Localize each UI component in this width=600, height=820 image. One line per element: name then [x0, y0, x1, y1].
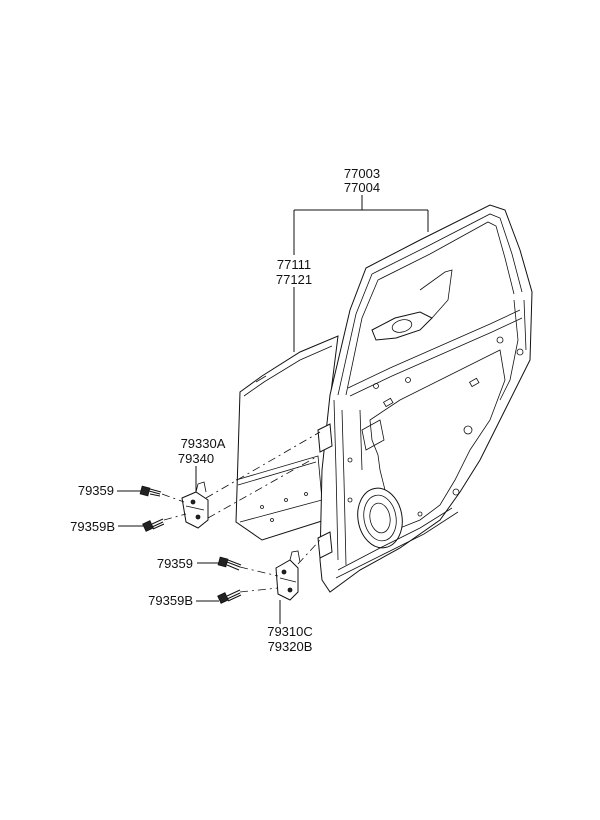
label-79310c: 79310C: [267, 624, 313, 639]
door-inner-frame: [317, 204, 533, 593]
label-79359b-lower: 79359B: [148, 593, 193, 608]
label-79340: 79340: [178, 451, 214, 466]
alignment-lines: [161, 431, 321, 593]
upper-hinge: [181, 481, 209, 529]
leader-lines: [117, 195, 429, 624]
upper-bolt-79359: [139, 485, 162, 497]
upper-bolt-79359b: [142, 518, 165, 532]
label-79330a: 79330A: [181, 436, 226, 451]
label-79320b: 79320B: [268, 639, 313, 654]
label-79359-lower: 79359: [157, 556, 193, 571]
lower-hinge: [275, 550, 301, 601]
label-79359b-upper: 79359B: [70, 519, 115, 534]
label-77121: 77121: [276, 272, 312, 287]
lower-bolt-79359: [217, 556, 242, 571]
label-77004: 77004: [344, 180, 380, 195]
label-79359-upper: 79359: [78, 483, 114, 498]
lower-bolt-79359b: [217, 589, 242, 604]
label-77003: 77003: [344, 166, 380, 181]
label-77111: 77111: [277, 257, 311, 272]
callout-labels: 77003 77004 77111 77121 79330A 79340 793…: [70, 166, 380, 654]
